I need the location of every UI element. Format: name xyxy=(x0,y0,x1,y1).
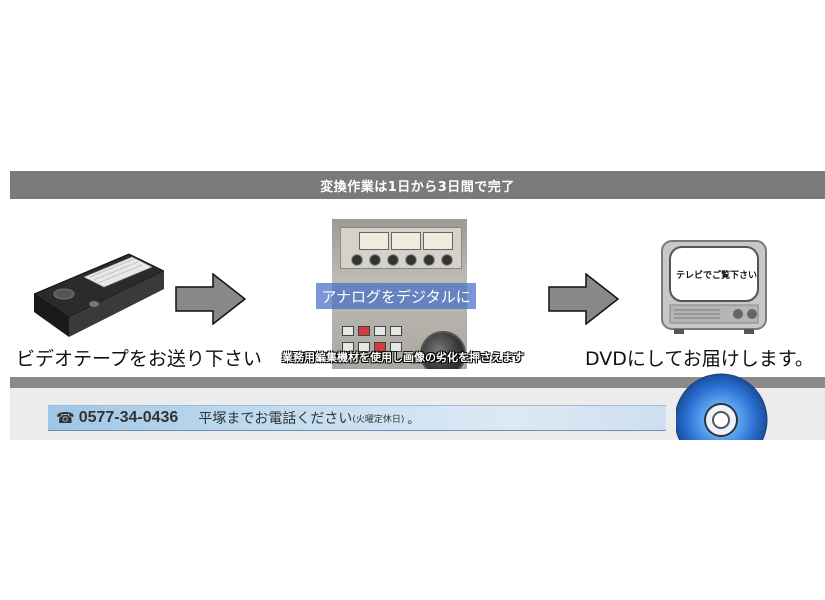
contact-note: (火曜定休日) xyxy=(352,414,405,425)
contact-bar[interactable]: ☎ 0577-34-0436 平塚までお電話ください (火曜定休日) 。 xyxy=(48,405,666,431)
knob-icon xyxy=(441,254,453,266)
jog-dial-icon xyxy=(420,331,466,369)
knob-icon xyxy=(423,254,435,266)
meter-icon xyxy=(359,232,389,250)
phone-number[interactable]: 0577-34-0436 xyxy=(78,409,179,426)
right-arrow-icon xyxy=(175,273,247,325)
phone-icon: ☎ xyxy=(56,409,75,427)
tv-icon xyxy=(661,240,767,334)
tv-caption: テレビでご覧下さい xyxy=(676,271,758,281)
contact-text: 平塚までお電話ください xyxy=(198,411,353,427)
step1-label: ビデオテープをお送り下さい xyxy=(16,348,262,370)
bottom-divider xyxy=(10,377,825,388)
right-arrow-icon xyxy=(548,273,620,325)
contact-end: 。 xyxy=(407,411,420,426)
top-banner: 変換作業は1日から3日間で完了 xyxy=(10,171,825,199)
analog-to-digital-label: アナログをデジタルに xyxy=(316,283,476,309)
dvd-disc-icon xyxy=(676,373,768,440)
vhs-tape-icon xyxy=(34,253,164,337)
knob-icon xyxy=(369,254,381,266)
knob-icon xyxy=(387,254,399,266)
knob-icon xyxy=(405,254,417,266)
meter-icon xyxy=(423,232,453,250)
equipment-buttons xyxy=(338,324,414,364)
banner-title: 変換作業は1日から3日間で完了 xyxy=(320,179,515,195)
knob-icon xyxy=(351,254,363,266)
step3-label: DVDにしてお届けします。 xyxy=(585,348,814,370)
equipment-panel xyxy=(340,227,462,269)
process-section: ビデオテープをお送り下さい アナログをデジタルに 業務用編集機材を使用し画像の劣… xyxy=(10,199,825,377)
equipment-caption: 業務用編集機材を使用し画像の劣化を押さえます xyxy=(282,351,524,364)
meter-icon xyxy=(391,232,421,250)
